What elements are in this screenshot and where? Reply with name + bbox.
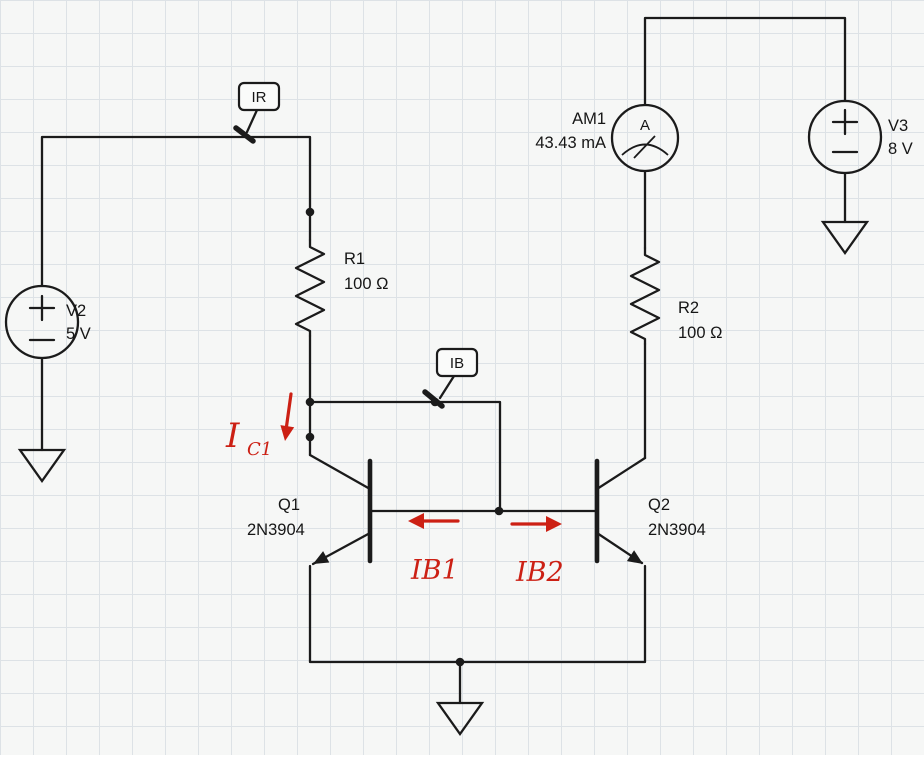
ground-icon (820, 220, 870, 255)
r1-label: R1 (344, 250, 365, 268)
ic1-down-arrow-icon (284, 392, 293, 432)
am1-dial-letter: A (640, 117, 650, 134)
ib1-left-arrowhead-icon (408, 513, 424, 529)
q1-model: 2N3904 (247, 521, 305, 539)
junction-dots (305, 207, 504, 667)
ir-box (237, 81, 281, 112)
ground-symbols (17, 220, 870, 736)
ir-tick (233, 125, 256, 144)
ic1-annotation: I (225, 416, 240, 456)
ib-leader (438, 374, 456, 400)
r2-value: 100 Ω (678, 324, 722, 342)
v2-value: 5 V (66, 325, 91, 343)
junction-dot (305, 432, 315, 442)
q1-emitter-arrow-icon (313, 551, 330, 564)
junction-dot (494, 506, 504, 516)
r1-zigzag (294, 238, 326, 338)
q1-transistor[interactable]: Q1 2N3904 (247, 453, 373, 566)
ib2-right-arrowhead-icon (546, 516, 562, 532)
v2-circle (4, 284, 80, 360)
junction-dot (305, 207, 315, 217)
am1-dial-arc-icon (621, 143, 669, 156)
v3-value: 8 V (888, 140, 913, 158)
red-annotations: I C1 IB1 IB2 (225, 392, 564, 588)
v3-plus-icon (831, 108, 859, 136)
v3-source[interactable]: V3 8 V (807, 99, 913, 175)
q2-label: Q2 (648, 496, 670, 514)
q2-transistor[interactable]: Q2 2N3904 (594, 456, 706, 565)
wire-emitter-rail (308, 564, 647, 664)
ib1-annotation: IB1 (410, 555, 459, 586)
q2-model: 2N3904 (648, 521, 706, 539)
junction-dot (305, 397, 315, 407)
ground-icon (17, 448, 67, 483)
wire-top-right-loop (643, 16, 847, 107)
am1-circle (610, 103, 680, 173)
am1-reading: 43.43 mA (535, 134, 606, 152)
am1-label: AM1 (572, 110, 606, 128)
r1-value: 100 Ω (344, 275, 388, 293)
ib-probe[interactable]: IB (422, 347, 479, 409)
q1-label: Q1 (278, 496, 300, 514)
ib-label: IB (450, 355, 464, 372)
am1-needle-icon (633, 135, 656, 159)
ib2-annotation: IB2 (515, 557, 564, 588)
ir-leader (245, 108, 259, 134)
q2-emitter-arrow-icon (626, 550, 643, 564)
ir-probe[interactable]: IR (233, 81, 281, 144)
v3-circle (807, 99, 883, 175)
r2-resistor[interactable]: R2 100 Ω (629, 246, 722, 346)
ir-label: IR (252, 89, 267, 106)
v3-label: V3 (888, 117, 908, 135)
q1-collector (308, 453, 372, 491)
wire-ib-branch (308, 400, 502, 513)
ib-tick (422, 389, 445, 409)
r2-zigzag (629, 246, 661, 346)
ib-box (435, 347, 479, 378)
v2-plus-icon (28, 294, 56, 322)
wires (40, 16, 847, 705)
q2-collector (595, 456, 647, 491)
v2-source[interactable]: V2 5 V (4, 284, 91, 360)
wire-v2-top-loop (40, 135, 312, 288)
junction-dot (455, 657, 465, 667)
bottom-white-strip (0, 755, 924, 772)
ic1-down-arrowhead-icon (280, 425, 295, 441)
r2-label: R2 (678, 299, 699, 317)
am1-ammeter[interactable]: A AM1 43.43 mA (535, 103, 680, 173)
ground-icon (435, 701, 485, 736)
ic1-subscript: C1 (247, 439, 272, 460)
r1-resistor[interactable]: R1 100 Ω (294, 238, 388, 338)
v2-label: V2 (66, 302, 86, 320)
